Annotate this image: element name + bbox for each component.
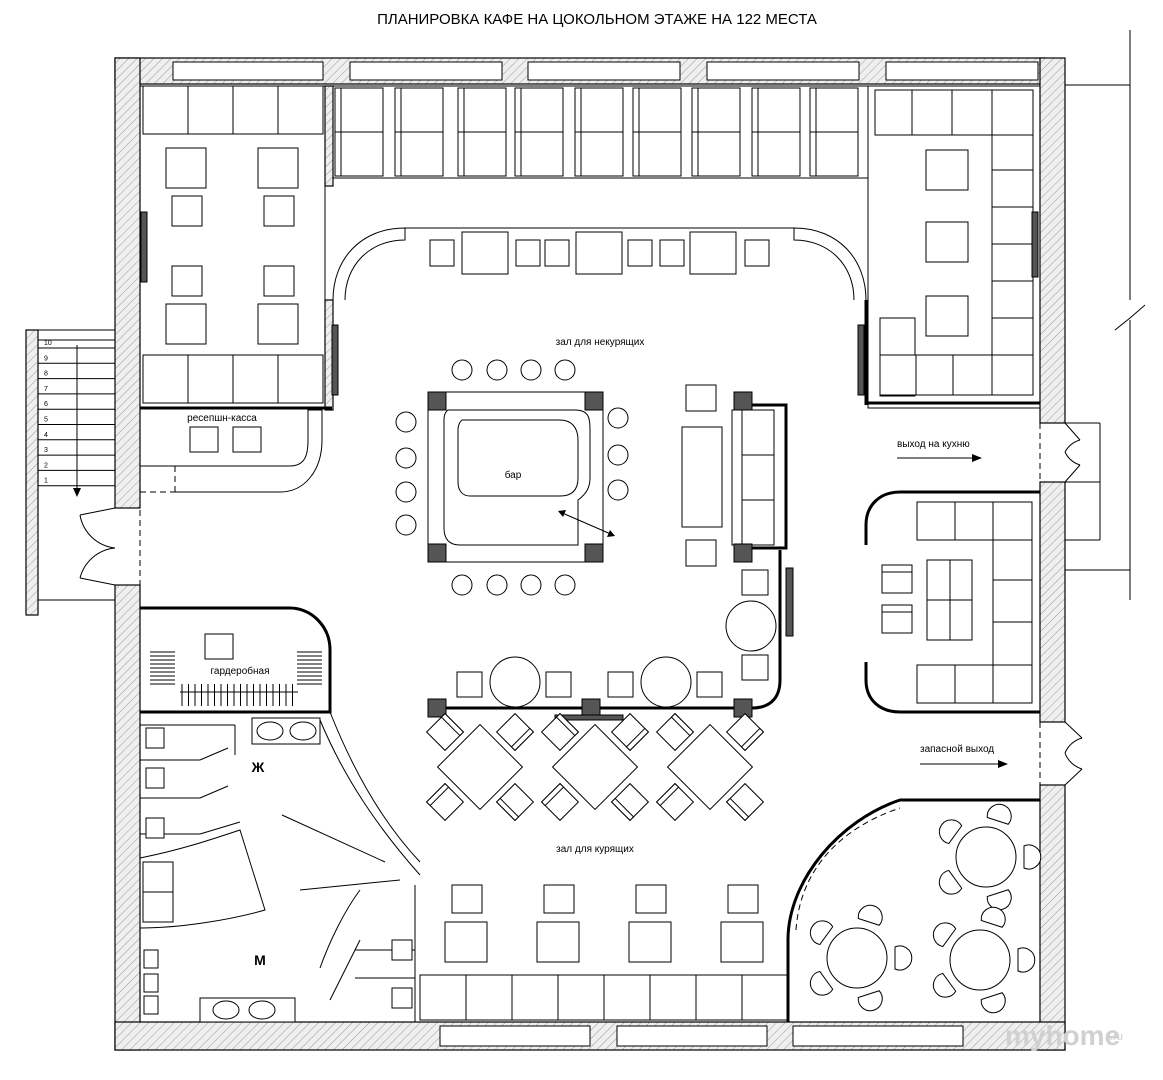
round-chair — [809, 970, 834, 996]
entrance-stair: 10 9 8 7 6 5 4 3 2 1 — [25, 329, 115, 616]
seating-top-left — [139, 85, 339, 411]
booths-top — [332, 85, 869, 179]
bar-stool — [520, 574, 542, 596]
bar-stools — [395, 359, 629, 596]
round-chair — [938, 869, 963, 895]
table — [689, 231, 737, 275]
diagonal-table-set — [540, 712, 650, 822]
stair-step-3: 3 — [44, 447, 48, 454]
kitchen-exit[interactable]: выход на кухню — [897, 422, 1081, 483]
round-chair — [938, 819, 963, 845]
center-lounge — [681, 384, 794, 710]
reception-label: ресепшн-касса — [187, 413, 257, 424]
bar-stool — [486, 574, 508, 596]
men-wc-label: М — [254, 952, 266, 968]
bar-stool — [554, 359, 576, 381]
stair-step-8: 8 — [44, 371, 48, 378]
stair-step-9: 9 — [44, 355, 48, 362]
round-chair — [932, 922, 957, 948]
stair-step-4: 4 — [44, 432, 48, 439]
entrance-door[interactable] — [79, 507, 141, 586]
bar-stool — [607, 407, 629, 429]
nonsmoking-bottom-partition — [427, 656, 753, 721]
bar-stool — [395, 481, 417, 503]
bar-stool — [395, 411, 417, 433]
round-chair — [1023, 844, 1042, 870]
cloakroom: гардеробная — [140, 606, 332, 714]
stair-step-10: 10 — [44, 340, 52, 347]
diagonal-table-set — [425, 712, 535, 822]
stair-step-1: 1 — [44, 478, 48, 485]
round-chair — [857, 990, 883, 1012]
bar-stool — [451, 574, 473, 596]
chair — [627, 239, 653, 267]
table — [575, 231, 623, 275]
cloakroom-label: гардеробная — [210, 665, 269, 677]
round-chair — [986, 889, 1012, 911]
watermark-suffix: .ru — [1110, 1031, 1123, 1043]
stair-step-6: 6 — [44, 401, 48, 408]
bar-stool — [395, 447, 417, 469]
bar-stool — [554, 574, 576, 596]
round-chair — [932, 972, 957, 998]
booths-bottom — [419, 884, 789, 1021]
bar-stool — [520, 359, 542, 381]
chair — [659, 239, 685, 267]
round-chair — [986, 803, 1012, 825]
women-wc-label: Ж — [251, 759, 265, 775]
restrooms: Ж М — [139, 711, 421, 1023]
diagonal-table-set — [655, 712, 765, 822]
reception-desk: ресепшн-касса — [140, 409, 323, 493]
round-tables-room — [786, 798, 1042, 1022]
emergency-exit-label: запасной выход — [920, 744, 994, 755]
bar-stool — [451, 359, 473, 381]
tables-top-partition — [429, 231, 770, 275]
round-chair — [980, 906, 1006, 928]
bar-stool — [607, 444, 629, 466]
chair — [544, 239, 570, 267]
bar-stool — [395, 514, 417, 536]
round-chair — [894, 945, 913, 971]
stair-step-7: 7 — [44, 386, 48, 393]
bar-counter: бар — [427, 391, 615, 563]
plan-title: ПЛАНИРОВКА КАФЕ НА ЦОКОЛЬНОМ ЭТАЖЕ НА 12… — [377, 11, 817, 28]
nonsmoking-hall-label: зал для некурящих — [556, 337, 645, 348]
round-chair — [809, 920, 834, 946]
round-chair — [980, 992, 1006, 1014]
kitchen-exit-label: выход на кухню — [897, 439, 970, 450]
chair — [429, 239, 455, 267]
bar-stool — [607, 479, 629, 501]
chair — [515, 239, 541, 267]
stair-step-5: 5 — [44, 417, 48, 424]
seating-top-right — [857, 85, 1041, 409]
smoking-hall-label: зал для курящих — [556, 844, 634, 855]
smoking-diagonal-tables — [425, 712, 765, 822]
emergency-exit[interactable]: запасной выход — [920, 721, 1083, 786]
watermark: myhome — [1005, 1020, 1120, 1051]
round-chair — [1017, 947, 1036, 973]
bar-stool — [486, 359, 508, 381]
table — [461, 231, 509, 275]
booth-right — [864, 490, 1040, 714]
stair-step-2: 2 — [44, 462, 48, 469]
bar-label: бар — [505, 469, 522, 481]
curved-partitions-top — [332, 227, 867, 301]
chair — [744, 239, 770, 267]
round-chair — [857, 904, 883, 926]
